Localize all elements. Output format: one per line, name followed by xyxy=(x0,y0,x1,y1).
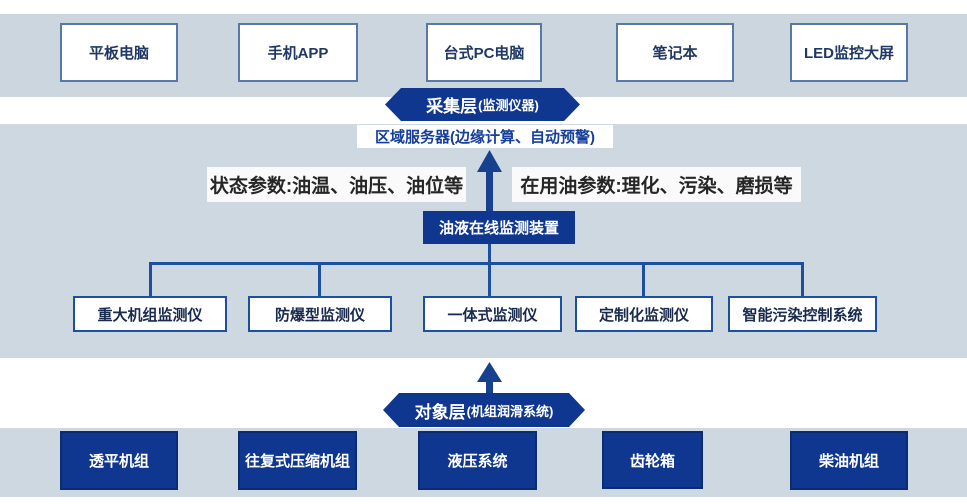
connector-bus xyxy=(149,262,804,265)
equipment-box-diesel-unit: 柴油机组 xyxy=(790,431,908,490)
monitor-box-major-unit: 重大机组监测仪 xyxy=(73,296,227,332)
connector-drop-1 xyxy=(149,262,152,296)
collection-layer-subtitle: (监测仪器) xyxy=(478,98,539,113)
terminal-box-laptop: 笔记本 xyxy=(616,23,734,82)
object-layer-subtitle: (机组润滑系统) xyxy=(466,403,554,419)
up-arrow-icon xyxy=(477,362,502,393)
collection-layer-badge: 采集层 (监测仪器) xyxy=(385,88,580,121)
status-parameters-label: 状态参数:油温、油压、油位等 xyxy=(207,167,466,202)
oil-parameters-label: 在用油参数:理化、污染、磨损等 xyxy=(512,167,801,202)
terminal-box-phone-app: 手机APP xyxy=(238,23,358,82)
equipment-box-reciprocating-compressor: 往复式压缩机组 xyxy=(238,431,357,490)
connector-drop-5 xyxy=(801,262,804,296)
up-arrow-icon xyxy=(477,150,502,211)
connector-stem xyxy=(488,244,491,264)
monitor-box-customized: 定制化监测仪 xyxy=(575,296,713,332)
equipment-box-hydraulic-system: 液压系统 xyxy=(418,431,537,490)
object-layer-badge: 对象层 (机组润滑系统) xyxy=(383,393,585,427)
monitor-box-pollution-control: 智能污染控制系统 xyxy=(728,296,877,332)
connector-drop-2 xyxy=(318,262,321,296)
connector-drop-4 xyxy=(642,262,645,296)
monitor-device-box: 油液在线监测装置 xyxy=(423,211,575,244)
regional-server-label: 区域服务器(边缘计算、自动预警) xyxy=(357,125,613,148)
equipment-box-turbine: 透平机组 xyxy=(60,431,178,490)
terminal-box-desktop-pc: 台式PC电脑 xyxy=(426,23,542,82)
equipment-box-gearbox: 齿轮箱 xyxy=(602,431,703,489)
monitor-box-explosion-proof: 防爆型监测仪 xyxy=(248,296,392,332)
object-layer-title: 对象层 xyxy=(414,402,466,422)
terminal-box-led-screen: LED监控大屏 xyxy=(790,23,908,82)
terminal-box-tablet: 平板电脑 xyxy=(60,23,178,82)
connector-drop-3 xyxy=(488,262,491,296)
collection-layer-title: 采集层 xyxy=(426,97,478,116)
monitor-box-all-in-one: 一体式监测仪 xyxy=(423,296,562,332)
